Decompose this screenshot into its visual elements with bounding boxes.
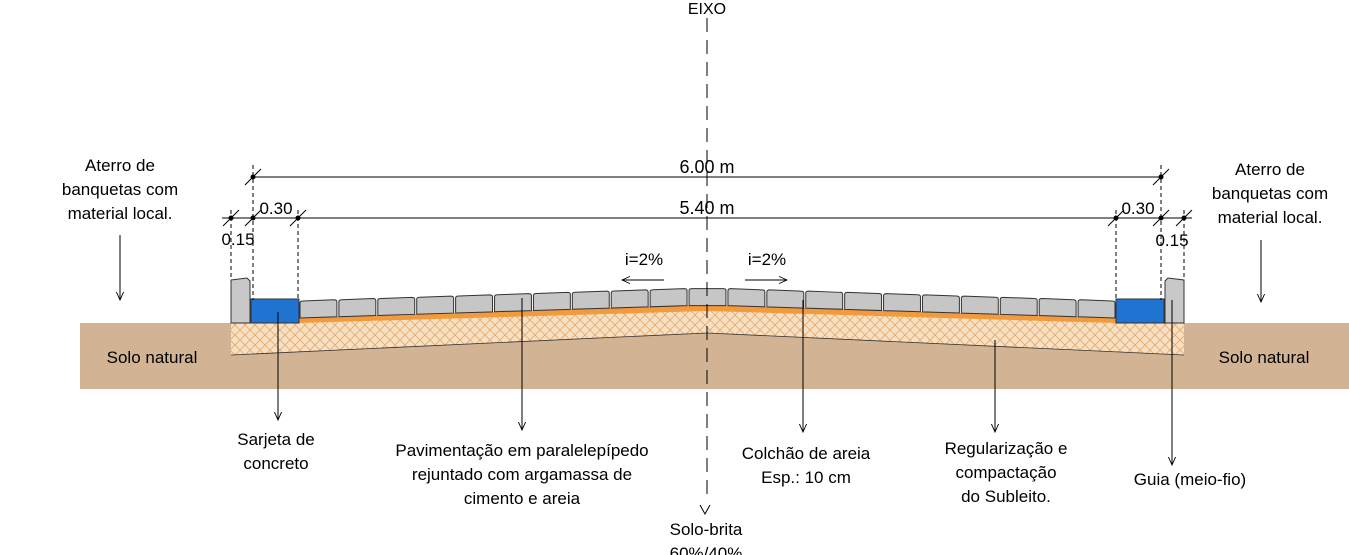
svg-text:Sarjeta de: Sarjeta de	[237, 430, 315, 449]
slope-right-label: i=2%	[748, 250, 786, 269]
paving-stone	[610, 289, 649, 309]
paving-stone	[921, 294, 960, 314]
dim-curb-right: 0.15	[1155, 231, 1188, 250]
paving-stone	[416, 295, 455, 315]
subgrade-label: Regularização e compactação do Subleito.	[945, 439, 1068, 506]
soil-label-right: Solo natural	[1219, 348, 1310, 367]
paving-stone	[960, 295, 999, 315]
svg-text:cimento e areia: cimento e areia	[464, 489, 581, 508]
paving-stone	[999, 296, 1038, 317]
svg-text:compactação: compactação	[955, 463, 1056, 482]
paving-stone	[766, 289, 805, 309]
curb-left	[230, 277, 251, 324]
paving-stone	[299, 299, 338, 319]
dim-gutter-left: 0.30	[259, 199, 292, 218]
natural-soil-right	[1184, 323, 1349, 389]
svg-text:Regularização e: Regularização e	[945, 439, 1068, 458]
paving-stone	[455, 294, 494, 314]
paving-stone	[727, 288, 766, 308]
paving-stones	[299, 288, 1116, 319]
soil-label-left: Solo natural	[107, 348, 198, 367]
base-label: Solo-brita 60%/40%	[670, 520, 743, 555]
paving-stone	[1077, 299, 1116, 319]
fill-label-right: Aterro de banquetas com material local.	[1212, 160, 1328, 227]
gutter-right	[1115, 298, 1165, 324]
axis-label: EIXO	[688, 1, 726, 18]
svg-text:Solo-brita: Solo-brita	[670, 520, 743, 539]
paving-stone	[338, 298, 377, 318]
paving-stone	[883, 293, 921, 313]
paving-stone	[805, 290, 844, 310]
svg-text:material local.: material local.	[68, 204, 173, 223]
paving-stone	[377, 296, 416, 317]
dimension-dots	[228, 174, 1187, 221]
svg-text:Colchão de areia: Colchão de areia	[742, 444, 871, 463]
curb-right	[1164, 277, 1185, 324]
slope-left-label: i=2%	[625, 250, 663, 269]
paving-stone	[532, 291, 571, 312]
svg-text:rejuntado com argamassa de: rejuntado com argamassa de	[412, 465, 632, 484]
gutter-left	[250, 298, 300, 324]
svg-text:Pavimentação em paralelepípedo: Pavimentação em paralelepípedo	[395, 441, 648, 460]
svg-text:Aterro de: Aterro de	[1235, 160, 1305, 179]
paving-stone	[494, 293, 532, 313]
gutter-label: Sarjeta de concreto	[237, 430, 315, 473]
dimension-lines	[222, 165, 1193, 300]
base-pointer-icon	[699, 504, 711, 516]
dim-curb-left: 0.15	[221, 230, 254, 249]
dim-gutter-right: 0.30	[1121, 199, 1154, 218]
svg-text:60%/40%: 60%/40%	[670, 544, 743, 555]
curb-label: Guia (meio-fio)	[1134, 470, 1246, 489]
paving-stone	[688, 288, 727, 307]
paving-label: Pavimentação em paralelepípedo rejuntado…	[395, 441, 648, 508]
dim-total-width: 6.00 m	[679, 157, 734, 177]
paving-stone	[1038, 298, 1077, 318]
natural-soil-left	[80, 323, 231, 389]
dim-roadway-width: 5.40 m	[679, 198, 734, 218]
fill-label-left: Aterro de banquetas com material local.	[62, 156, 178, 223]
svg-text:material local.: material local.	[1218, 208, 1323, 227]
sand-bed-label: Colchão de areia Esp.: 10 cm	[742, 444, 871, 487]
svg-text:Esp.: 10 cm: Esp.: 10 cm	[761, 468, 851, 487]
svg-text:do Subleito.: do Subleito.	[961, 487, 1051, 506]
paving-stone	[649, 288, 688, 308]
svg-text:banquetas com: banquetas com	[1212, 184, 1328, 203]
paving-stone	[571, 290, 610, 310]
paving-stone	[844, 291, 883, 312]
svg-text:Aterro de: Aterro de	[85, 156, 155, 175]
svg-text:concreto: concreto	[243, 454, 308, 473]
svg-text:banquetas com: banquetas com	[62, 180, 178, 199]
leader-arrows	[120, 235, 1261, 465]
